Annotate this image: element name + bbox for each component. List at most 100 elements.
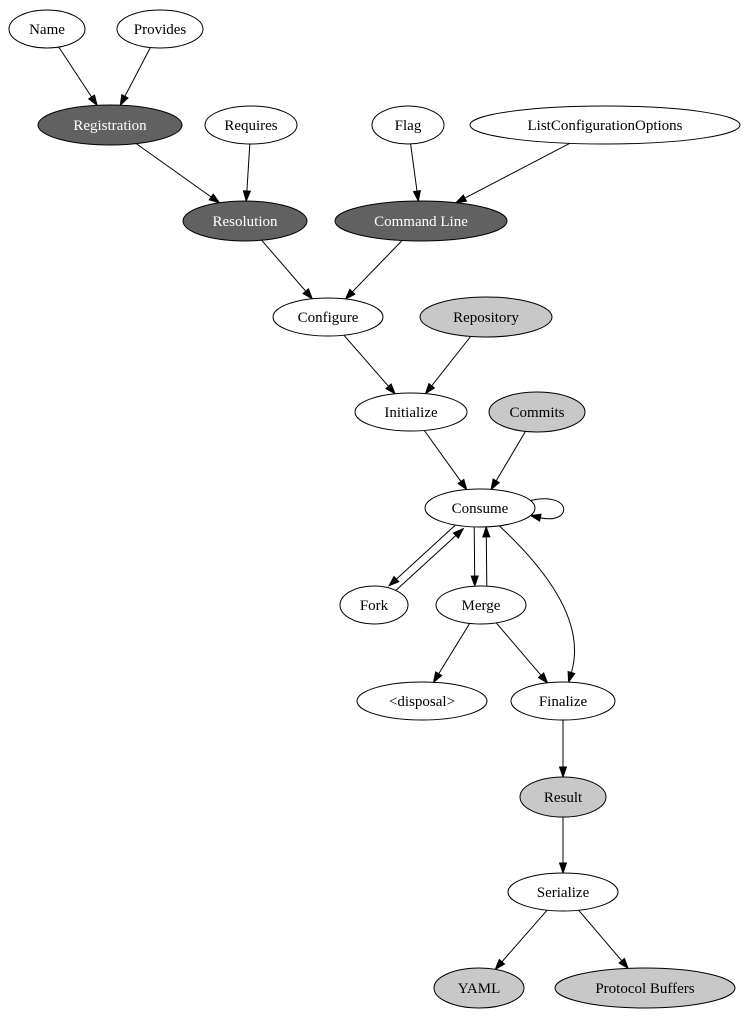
edge-configure-initialize [343,334,397,395]
arrowhead [529,513,542,522]
node-ellipse [182,200,308,242]
node-ellipse [116,9,204,49]
node-merge: Merge [435,585,527,625]
edge-command_line-configure [344,240,403,301]
arrowhead [432,671,443,684]
edge-consume-fork [387,522,459,587]
edge-line [246,143,251,192]
node-label: Finalize [539,694,588,710]
node-label: Initialize [384,405,438,421]
arrowhead [424,382,436,395]
edge-resolution-configure [261,239,314,300]
edge-consume-merge [470,527,479,588]
node-ellipse [339,585,409,625]
edge-result-serialize [558,817,568,875]
node-ellipse [519,776,607,818]
node-label: Requires [224,118,277,134]
edge-consume-consume [529,498,565,522]
node-requires: Requires [204,105,298,145]
arrowhead [482,525,491,538]
node-resolution: Resolution [182,200,308,242]
node-disposal: <disposal> [356,681,488,721]
node-label: Consume [452,501,509,517]
arrowhead [567,670,576,684]
node-label: Name [29,22,65,38]
edge-line [485,536,488,586]
node-protocol_buffers: Protocol Buffers [554,967,736,1009]
node-result: Result [519,776,607,818]
node-commits: Commits [488,391,586,433]
arrowhead [470,575,479,588]
arrowhead [558,862,568,875]
node-fork: Fork [339,585,409,625]
node-label: Configure [298,310,359,326]
edge-line [410,143,418,192]
node-ellipse [510,681,616,721]
node-ellipse [37,104,183,146]
edge-line [423,430,462,482]
edge-list_configuration_options-command_line [454,142,571,204]
node-label: Registration [73,118,147,134]
edge-repository-initialize [424,336,471,395]
edge-merge-finalize [495,622,549,685]
node-name: Name [8,9,86,49]
node-label: Result [544,790,583,806]
edge-merge-consume [482,525,491,586]
edge-line [58,46,93,98]
edge-registration-resolution [135,143,221,204]
arrowhead [119,93,129,107]
arrowhead [490,478,501,491]
edge-line [352,240,403,293]
node-label: Commits [509,405,564,421]
edge-provides-registration [119,47,151,107]
edge-line [495,622,542,676]
edge-serialize-yaml [494,909,548,971]
node-label: Command Line [374,214,468,230]
edge-fork-consume [394,527,465,593]
node-initialize: Initialize [354,392,468,432]
edge-finalize-result [558,720,568,779]
node-ellipse [507,872,619,912]
node-provides: Provides [116,9,204,49]
node-finalize: Finalize [510,681,616,721]
node-serialize: Serialize [507,872,619,912]
edge-initialize-consume [423,430,468,491]
arrowhead [87,94,98,107]
edge-name-registration [58,46,98,107]
node-registration: Registration [37,104,183,146]
node-ellipse [371,105,445,145]
node-label: Fork [360,598,389,614]
node-label: Merge [462,598,501,614]
arrowhead [412,190,422,203]
arrowhead [558,766,568,779]
node-label: Resolution [212,214,278,230]
node-ellipse [356,681,488,721]
node-label: ListConfigurationOptions [528,118,683,134]
node-ellipse [433,967,525,1009]
node-ellipse [419,296,553,338]
node-ellipse [334,200,508,242]
node-ellipse [354,392,468,432]
arrowhead [457,478,468,491]
edge-line [396,522,459,580]
node-label: <disposal> [389,694,455,710]
edge-line [343,334,389,387]
edge-line [495,431,526,482]
edge-line [464,142,571,199]
node-consume: Consume [424,488,536,528]
node-ellipse [272,297,384,337]
arrowhead [454,194,468,204]
node-ellipse [435,585,527,625]
node-label: Protocol Buffers [595,981,694,997]
edge-line [135,143,212,198]
node-label: Provides [134,22,187,38]
node-label: YAML [458,981,501,997]
node-label: Flag [395,118,422,134]
node-ellipse [424,488,536,528]
edge-line [578,909,623,962]
node-ellipse [469,105,741,145]
arrowhead [208,193,221,204]
